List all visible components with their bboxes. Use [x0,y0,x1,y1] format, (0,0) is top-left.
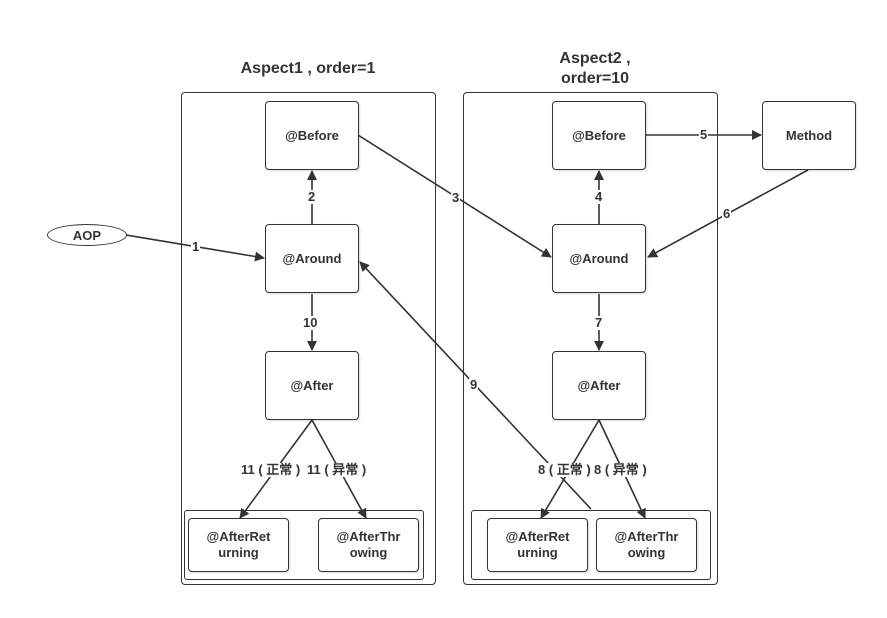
method-node[interactable]: Method [762,101,856,170]
aspect2-title: Aspect2 , order=10 [530,49,660,89]
edge-10-label: 10 [302,315,319,330]
edge-8-normal-label: 8 ( 正常 ) [537,462,592,477]
aspect2-after-group [471,510,711,580]
aspect2-around-node[interactable]: @Around [552,224,646,293]
aspect1-around-node[interactable]: @Around [265,224,359,293]
aspect1-after-node[interactable]: @After [265,351,359,420]
aspect2-container [463,92,718,585]
aspect1-after-group [184,510,424,580]
edge-3-label: 3 [451,190,461,205]
aspect1-container [181,92,436,585]
aspect1-title: Aspect1 , order=1 [240,60,376,77]
aspect1-after-throwing-node[interactable]: @AfterThr owing [318,518,419,572]
edge-7-label: 7 [594,315,604,330]
aspect2-title-line2: order=10 [560,70,630,87]
aspect2-before-node[interactable]: @Before [552,101,646,170]
edge-11-exception-label: 11 ( 异常 ) [306,462,368,477]
edge-11-normal-label: 11 ( 正常 ) [240,462,302,477]
aspect2-after-throwing-node[interactable]: @AfterThr owing [596,518,697,572]
aspect2-after-returning-node[interactable]: @AfterRet urning [487,518,588,572]
aspect2-title-line1: Aspect2 , [559,50,631,67]
edge-1-label: 1 [191,239,201,254]
edge-5-label: 5 [699,127,709,142]
edge-9-label: 9 [469,377,479,392]
edge-4-label: 4 [594,189,604,204]
edge-2-label: 2 [307,189,317,204]
edge-6-label: 6 [722,206,732,221]
aop-node[interactable]: AOP [47,224,127,246]
aspect1-before-node[interactable]: @Before [265,101,359,170]
aspect2-after-node[interactable]: @After [552,351,646,420]
edge-8-exception-label: 8 ( 异常 ) [593,462,648,477]
aspect1-after-returning-node[interactable]: @AfterRet urning [188,518,289,572]
